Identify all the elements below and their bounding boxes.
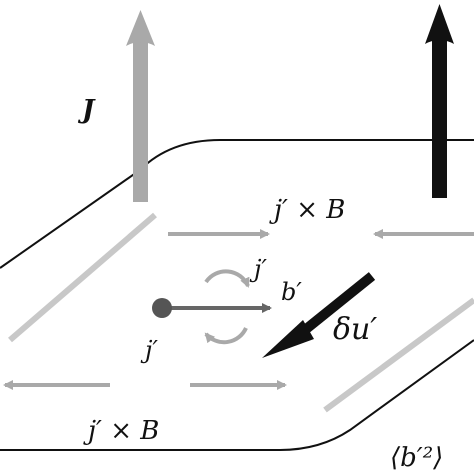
b2-average-label: ⟨b′²⟩ xyxy=(390,443,443,473)
b-prime-label: b′ xyxy=(281,278,302,306)
current-loop xyxy=(204,269,250,345)
current-sheet-left xyxy=(8,212,157,343)
mean-field-arrow xyxy=(425,4,454,198)
delta-u-label: δu′ xyxy=(333,312,377,347)
j-prime-label-upper: j′ xyxy=(249,255,267,283)
plane-outline xyxy=(0,139,474,451)
J-arrow xyxy=(126,10,155,202)
current-sheet-right xyxy=(323,297,474,413)
j-prime-label-lower: j′ xyxy=(140,336,158,364)
delta-u-arrow xyxy=(262,272,376,358)
jxB-label-bottom: j′ × B xyxy=(83,416,159,446)
J-label: J xyxy=(77,95,96,125)
b-prime-arrow xyxy=(152,298,272,318)
jxB-label-top: j′ × B xyxy=(269,195,345,225)
